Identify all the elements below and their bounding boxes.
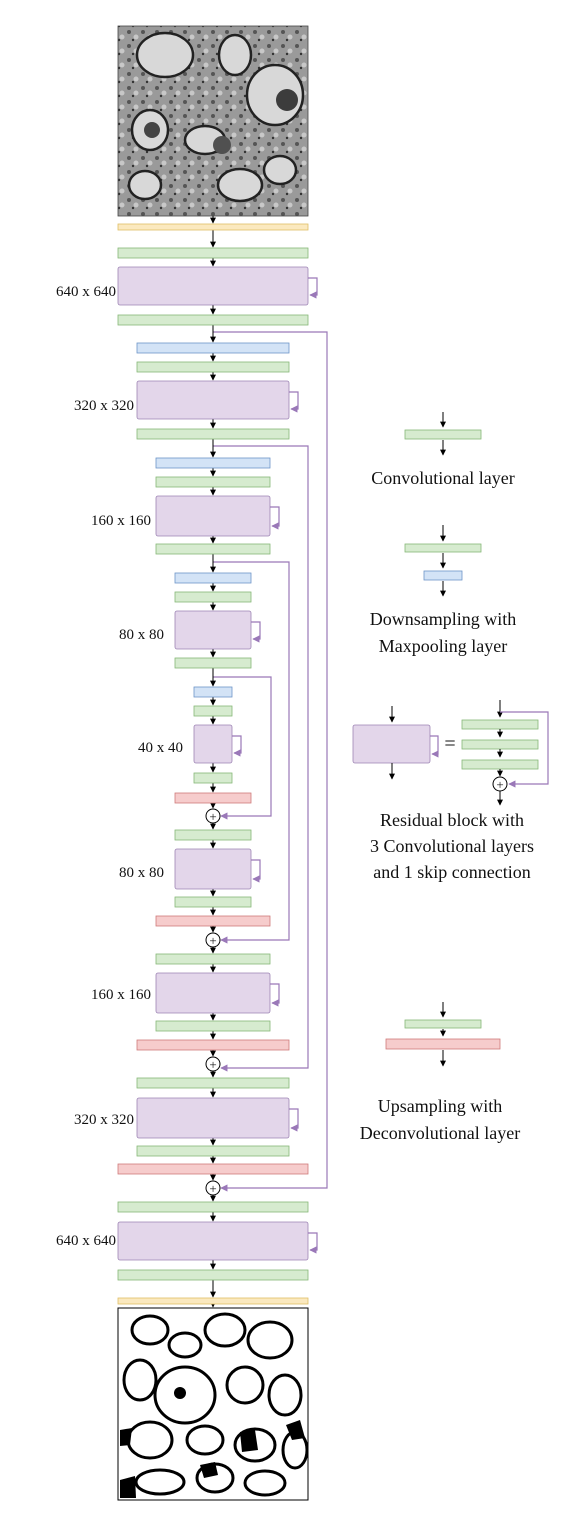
skip-connections	[213, 331, 328, 1192]
legend-residual-plus: +	[496, 777, 503, 792]
legend: Convolutional layer Downsampling with Ma…	[352, 412, 549, 1143]
residual-block	[117, 1221, 309, 1261]
residual-skip-arrow	[232, 735, 242, 757]
sum-node	[205, 808, 221, 824]
sum-node-symbol: +	[209, 933, 216, 948]
deconv-layer	[174, 792, 252, 804]
maxpool-layer	[136, 342, 290, 354]
residual-skip-arrow	[289, 1108, 299, 1132]
conv-layer	[117, 314, 309, 326]
conv-layer	[174, 896, 252, 908]
size-label-mid-40: 40 x 40	[138, 740, 183, 756]
conv-layer	[155, 476, 271, 488]
residual-skip-arrow	[251, 621, 261, 643]
skip-connection-160	[213, 561, 290, 944]
conv-layer	[193, 772, 233, 784]
size-label-enc-160: 160 x 160	[91, 513, 151, 529]
size-label-dec-160: 160 x 160	[91, 987, 151, 1003]
residual-block	[174, 848, 252, 890]
legend-upsampling-label-2: Deconvolutional layer	[360, 1123, 520, 1143]
conv-layer	[117, 1269, 309, 1281]
size-label-enc-640: 640 x 640	[56, 284, 116, 300]
maxpool-layer	[174, 572, 252, 584]
network-layers: + + + +	[117, 223, 318, 1305]
legend-residual: = + Residual block with 3 Convolutional …	[352, 700, 549, 882]
residual-block	[193, 724, 233, 764]
residual-block	[117, 266, 309, 306]
input-image	[117, 25, 309, 217]
size-label-dec-640: 640 x 640	[56, 1233, 116, 1249]
residual-skip-arrow	[251, 859, 261, 883]
io-layer	[117, 223, 309, 231]
residual-skip-arrow	[270, 983, 280, 1007]
legend-residual-equals: =	[444, 733, 455, 755]
conv-layer	[136, 1145, 290, 1157]
conv-layer	[155, 1020, 271, 1032]
legend-conv: Convolutional layer	[371, 412, 515, 488]
conv-layer	[174, 829, 252, 841]
output-image	[117, 1307, 309, 1501]
size-labels: 640 x 640 320 x 320 160 x 160 80 x 80 40…	[56, 284, 183, 1249]
sum-node-symbol: +	[209, 1057, 216, 1072]
residual-skip-arrow	[308, 1232, 318, 1254]
legend-upsampling-label-1: Upsampling with	[378, 1096, 503, 1116]
size-label-enc-80: 80 x 80	[119, 627, 164, 643]
legend-residual-label-3: and 1 skip connection	[373, 862, 530, 882]
legend-pool-label-2: Maxpooling layer	[379, 636, 507, 656]
conv-layer	[155, 543, 271, 555]
sum-node	[205, 1056, 221, 1072]
conv-layer	[136, 428, 290, 440]
skip-connection-320	[213, 445, 309, 1072]
conv-layer	[136, 361, 290, 373]
residual-skip-arrow	[308, 277, 318, 299]
conv-layer	[155, 953, 271, 965]
sum-node	[205, 1180, 221, 1196]
legend-upsampling: Upsampling with Deconvolutional layer	[360, 1002, 520, 1143]
conv-layer	[136, 1077, 290, 1089]
skip-connection-80	[213, 676, 272, 820]
maxpool-layer	[193, 686, 233, 698]
conv-layer	[117, 247, 309, 259]
residual-block	[155, 972, 271, 1014]
conv-layer	[193, 705, 233, 717]
sum-node	[205, 932, 221, 948]
legend-pool-label-1: Downsampling with	[370, 609, 517, 629]
maxpool-layer	[155, 457, 271, 469]
size-label-enc-320: 320 x 320	[74, 398, 134, 414]
legend-pool: Downsampling with Maxpooling layer	[370, 525, 517, 656]
legend-residual-label-2: 3 Convolutional layers	[370, 836, 534, 856]
conv-layer	[174, 657, 252, 669]
legend-residual-label-1: Residual block with	[380, 810, 524, 830]
residual-skip-arrow	[270, 506, 280, 530]
conv-layer	[174, 591, 252, 603]
sum-node-symbol: +	[209, 1181, 216, 1196]
size-label-dec-80: 80 x 80	[119, 865, 164, 881]
residual-block	[174, 610, 252, 650]
sum-node-symbol: +	[209, 809, 216, 824]
deconv-layer	[117, 1163, 309, 1175]
residual-skip-arrow	[289, 391, 299, 413]
conv-layer	[117, 1201, 309, 1213]
deconv-layer	[155, 915, 271, 927]
deconv-layer	[136, 1039, 290, 1051]
io-layer	[117, 1297, 309, 1305]
residual-block	[155, 495, 271, 537]
residual-block	[136, 380, 290, 420]
size-label-dec-320: 320 x 320	[74, 1112, 134, 1128]
legend-conv-label: Convolutional layer	[371, 468, 514, 488]
skip-connection-640	[213, 331, 328, 1192]
residual-block	[136, 1097, 290, 1139]
